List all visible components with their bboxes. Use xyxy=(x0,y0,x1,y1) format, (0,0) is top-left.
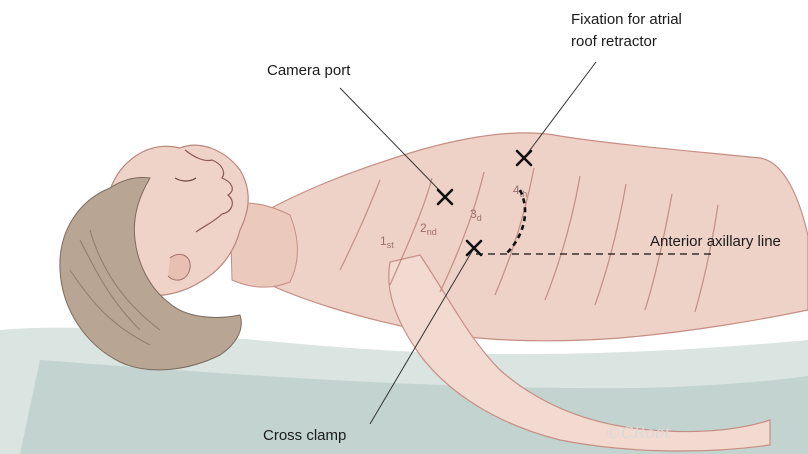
artist-signature: ©CRoot xyxy=(605,423,672,442)
fixation-label-line-2: roof retractor xyxy=(571,33,657,50)
anterior-axillary-line-label: Anterior axillary line xyxy=(650,233,781,250)
ear xyxy=(168,254,190,280)
fixation-label-line-1: Fixation for atrial xyxy=(571,11,682,28)
cross-clamp-label: Cross clamp xyxy=(263,427,346,444)
camera-port-label: Camera port xyxy=(267,62,351,79)
